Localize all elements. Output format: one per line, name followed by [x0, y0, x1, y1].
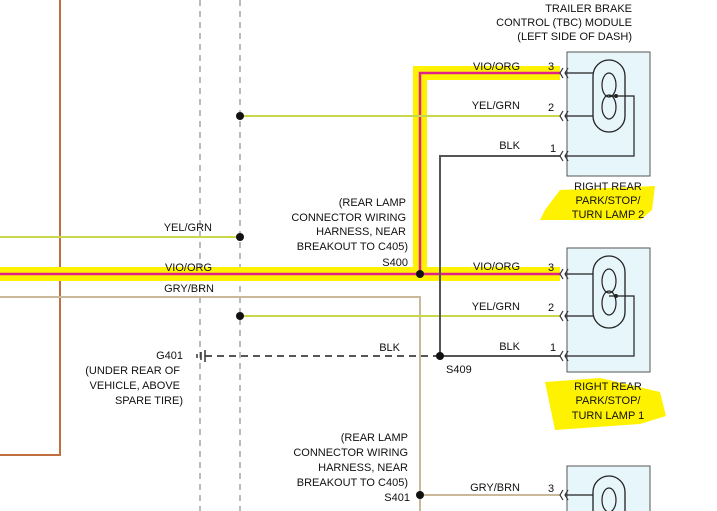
harness-note-line1: (REAR LAMP	[339, 197, 406, 209]
ground-label-line2: VEHICLE, ABOVE	[90, 380, 180, 392]
vio-org-wire	[0, 71, 560, 276]
wire-label-blk: BLK	[499, 140, 520, 152]
ground-label-line3: SPARE TIRE)	[115, 395, 183, 407]
pin-label: 3	[548, 61, 554, 73]
harness-note-line4: BREAKOUT TO C405)	[297, 477, 408, 489]
pin-label: 3	[548, 262, 554, 274]
splice-s401-dot	[416, 491, 424, 499]
wire-label-yel-grn: YEL/GRN	[472, 301, 520, 313]
connector-pin-marks	[559, 67, 569, 501]
wire-label-yel-grn: YEL/GRN	[472, 100, 520, 112]
junction-dot	[236, 112, 244, 120]
lamp1-label-line2: PARK/STOP/	[575, 395, 641, 407]
bulb-icon	[565, 475, 626, 511]
wire-label-gry-brn: GRY/BRN	[470, 482, 520, 494]
splice-s400-dot	[416, 270, 424, 278]
wire-label-blk: BLK	[499, 341, 520, 353]
wire-label-vio-org: VIO/ORG	[165, 262, 212, 274]
lamp1-label-line3: TURN LAMP 1	[572, 410, 645, 422]
harness-note-line1: (REAR LAMP	[341, 432, 408, 444]
gry-brn-wire	[0, 296, 560, 511]
ground-label-line1: (UNDER REAR OF	[85, 365, 180, 377]
tbc-label-line3: (LEFT SIDE OF DASH)	[517, 31, 632, 43]
ground-label-id: G401	[156, 350, 183, 362]
tbc-label-line1: TRAILER BRAKE	[545, 3, 632, 15]
lamp2-highlight	[540, 186, 655, 220]
harness-note-line2: CONNECTOR WIRING	[293, 447, 408, 459]
pin-label: 3	[548, 483, 554, 495]
pin-label: 2	[548, 102, 554, 114]
wire-label-blk: BLK	[379, 342, 400, 354]
pin-label: 2	[548, 302, 554, 314]
harness-note-line3: HARNESS, NEAR	[316, 226, 406, 238]
splice-label-s400: S400	[382, 257, 408, 269]
wire-label-vio-org: VIO/ORG	[473, 261, 520, 273]
splice-s409-dot	[436, 352, 444, 360]
lamp2-label-line2: PARK/STOP/	[575, 195, 641, 207]
blk-wire-top	[439, 155, 560, 356]
wire-label-gry-brn: GRY/BRN	[164, 283, 214, 295]
pin-label: 1	[550, 342, 556, 354]
splice-label-s401: S401	[384, 492, 410, 504]
lamp1-highlight	[545, 378, 666, 430]
ground-symbol	[196, 350, 206, 362]
bulb-icon	[565, 255, 635, 357]
wire-label-yel-grn: YEL/GRN	[164, 222, 212, 234]
harness-note-line4: BREAKOUT TO C405)	[297, 241, 408, 253]
junction-dot	[236, 233, 244, 241]
tbc-label-line2: CONTROL (TBC) MODULE	[496, 17, 632, 29]
pin-label: 1	[550, 143, 556, 155]
junction-dot	[236, 312, 244, 320]
splice-label-s409: S409	[446, 364, 472, 376]
harness-note-line2: CONNECTOR WIRING	[291, 212, 406, 224]
lamp2-box	[566, 51, 651, 177]
wire-label-vio-org: VIO/ORG	[473, 61, 520, 73]
lamp1-box	[566, 247, 651, 373]
bulb-icon	[565, 59, 635, 157]
lamp2-label-line3: TURN LAMP 2	[572, 209, 645, 221]
harness-note-line3: HARNESS, NEAR	[318, 462, 408, 474]
brown-trace	[0, 0, 61, 456]
lamp1-label-line1: RIGHT REAR	[574, 381, 642, 393]
lamp2-label-line1: RIGHT REAR	[574, 181, 642, 193]
